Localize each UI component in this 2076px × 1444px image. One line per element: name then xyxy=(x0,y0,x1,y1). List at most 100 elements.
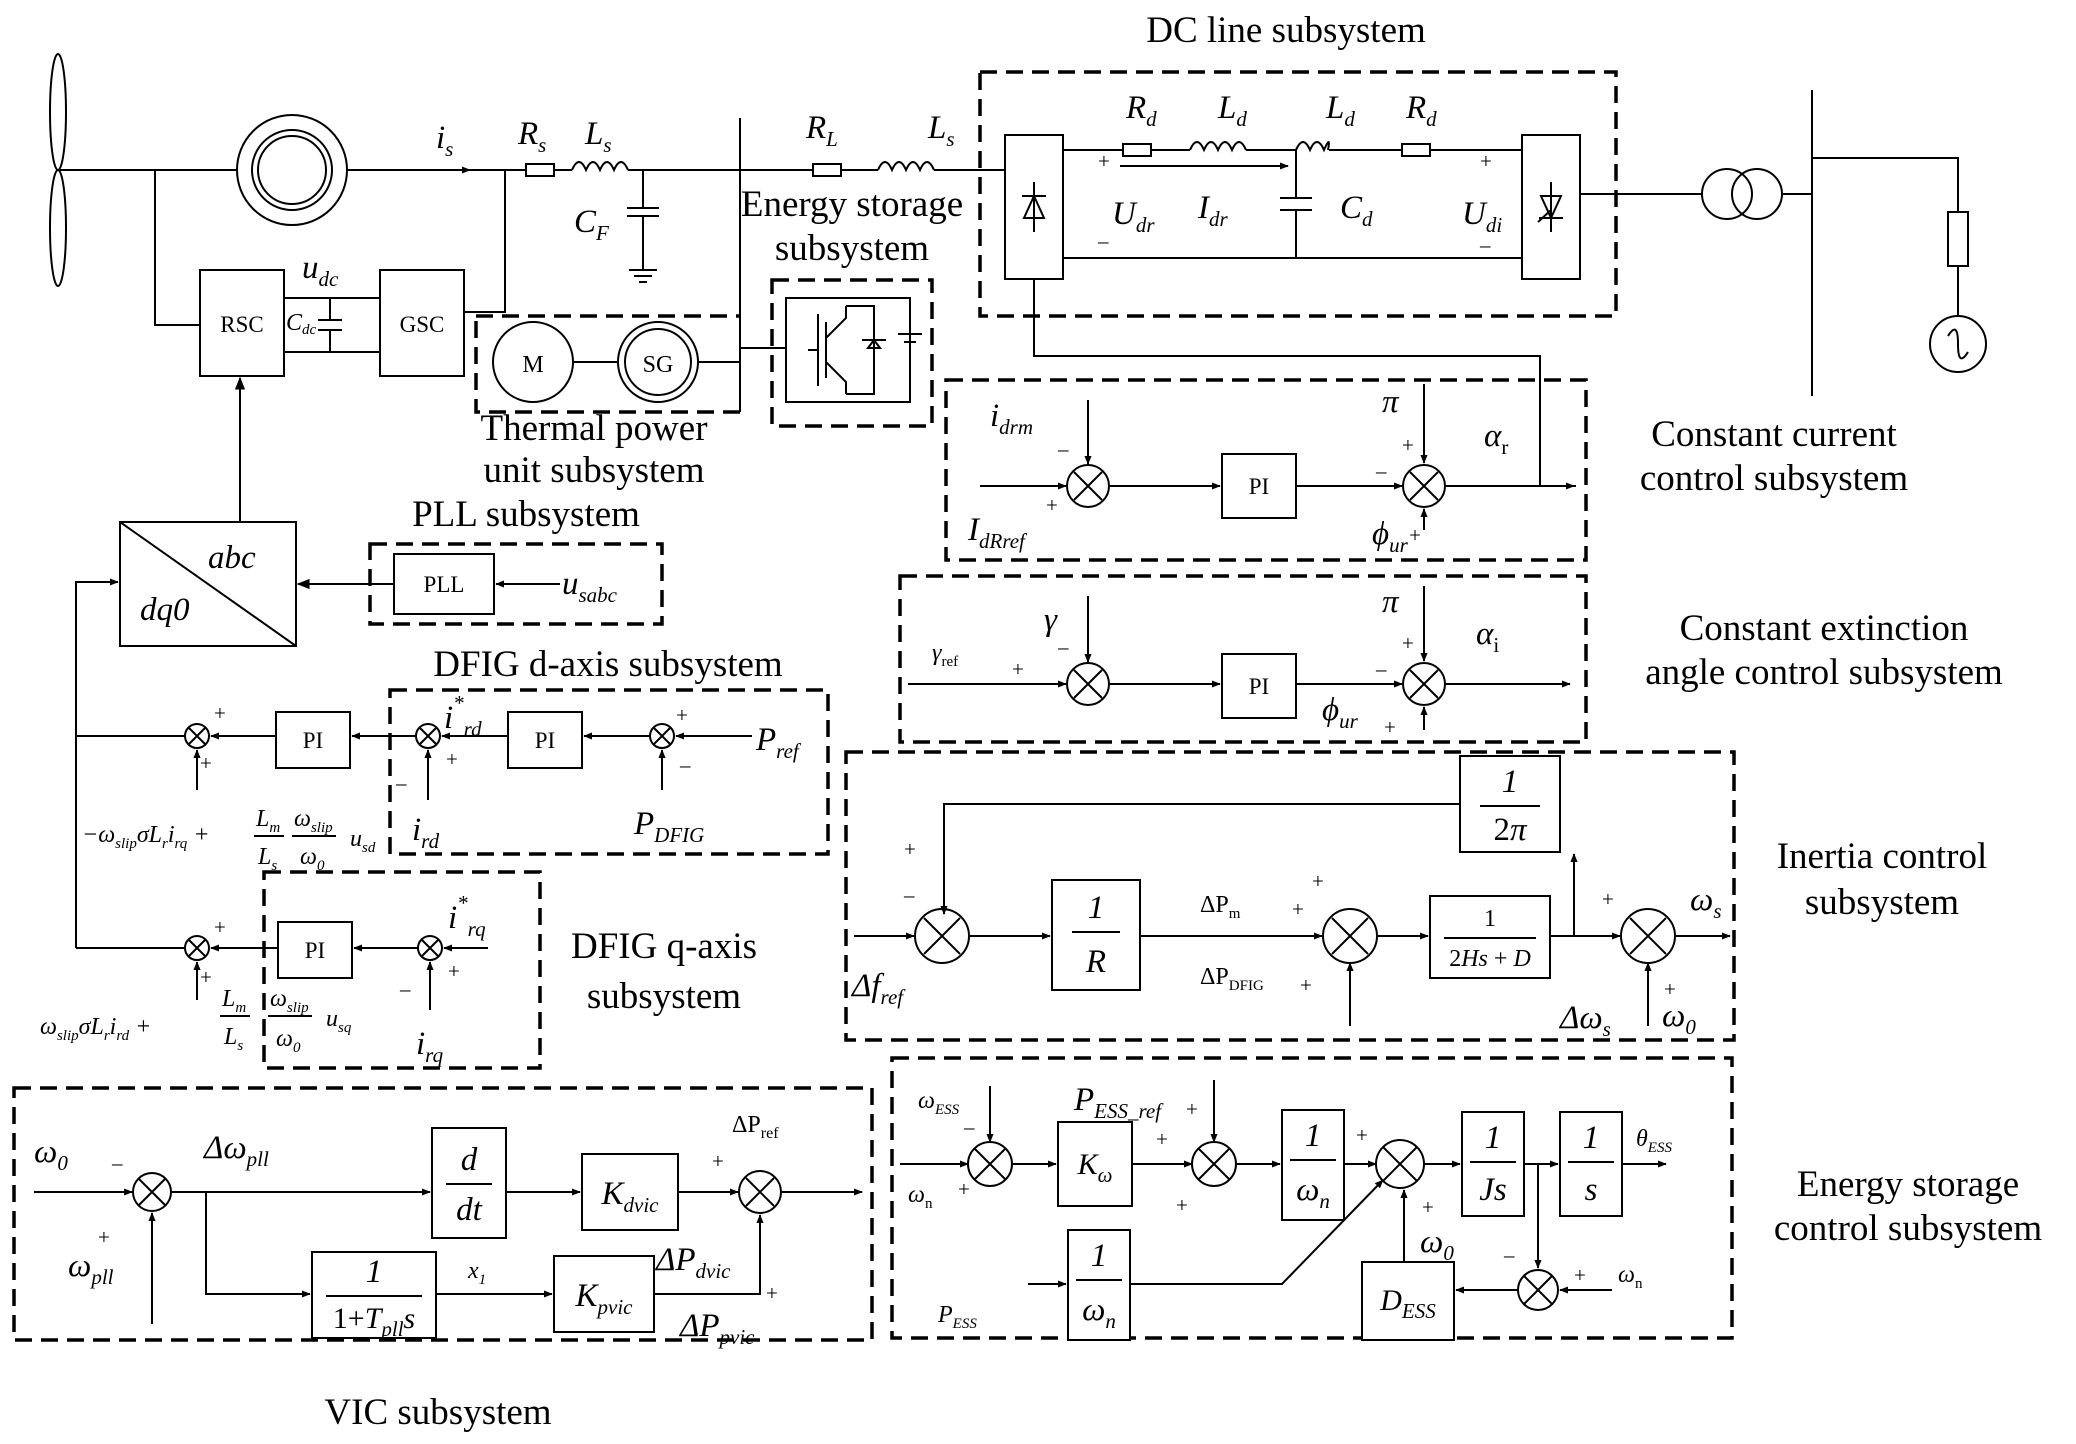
derivative-num: d xyxy=(461,1142,478,1178)
sign-d-current-minus: – xyxy=(395,771,407,795)
label-cf: CF xyxy=(574,204,609,245)
inductor-ld1 xyxy=(1189,141,1247,153)
title-dc-line: DC line subsystem xyxy=(1146,10,1426,51)
resistor-rs xyxy=(525,163,555,177)
frame-vic xyxy=(12,1086,874,1342)
integrator-num: 1 xyxy=(1583,1120,1600,1156)
label-cdc: Cdc xyxy=(286,310,317,338)
frame-dfig-d xyxy=(388,688,830,856)
title-dfig-d: DFIG d-axis subsystem xyxy=(433,644,783,685)
label-dppvic: ΔPpvic xyxy=(678,1308,755,1349)
sum-esc-damping xyxy=(1517,1269,1559,1311)
label-gamma: γ xyxy=(1044,602,1058,638)
label-ld1: Ld xyxy=(1217,90,1247,131)
title-energy-storage-1: Energy storage xyxy=(741,184,963,225)
sign-cea-minus: – xyxy=(1057,635,1069,659)
droop-block xyxy=(1051,879,1141,991)
title-cea-2: angle control subsystem xyxy=(1645,652,2003,693)
label-pi-cc: π xyxy=(1382,384,1400,420)
title-thermal-2: unit subsystem xyxy=(484,450,705,491)
sign-d-power-minus: – xyxy=(679,753,691,777)
capacitor-cf xyxy=(627,207,659,217)
gain-2pi-den: 2π xyxy=(1493,812,1528,848)
integrator-den: s xyxy=(1585,1172,1598,1208)
pi-cea-label: PI xyxy=(1249,674,1269,699)
sign-esc-wn2-plus: + xyxy=(1574,1263,1586,1287)
label-alpha-r: αr xyxy=(1484,418,1508,459)
motor-label: M xyxy=(522,352,543,378)
q-axis-ls: Ls xyxy=(223,1024,243,1054)
sign-inertia-ws-plus: + xyxy=(1602,887,1614,911)
frame-constant-current xyxy=(944,378,1588,562)
label-ws: ωs xyxy=(1690,882,1722,923)
gain-1-over-2pi xyxy=(1459,755,1561,853)
sign-esc-plus3: + xyxy=(1176,1193,1188,1217)
inductor-ls xyxy=(571,161,629,173)
title-thermal-1: Thermal power xyxy=(480,408,707,449)
frame-dfig-q xyxy=(262,870,542,1070)
d-axis-ls: Ls xyxy=(257,844,277,874)
kpvic-block xyxy=(553,1255,655,1333)
sign-plus-udr: + xyxy=(1098,149,1110,173)
sign-cea-pi-plus: + xyxy=(1402,631,1414,655)
gain-2pi-num: 1 xyxy=(1502,764,1519,800)
q-axis-usq: usq xyxy=(326,1006,352,1036)
dq0-label: dq0 xyxy=(140,592,190,628)
inv-wn-block-1 xyxy=(1281,1109,1345,1221)
title-cea-1: Constant extinction xyxy=(1680,608,1969,649)
sign-cc-angle-minus: – xyxy=(1375,459,1387,483)
label-phi-ur-cea: ϕur xyxy=(1322,692,1359,733)
label-rs: Rs xyxy=(517,116,546,157)
swing-den: 2Hs + D xyxy=(1449,946,1531,972)
sign-plus-udi: + xyxy=(1480,149,1492,173)
label-ird: ird xyxy=(412,812,440,853)
label-dwpll: Δωpll xyxy=(202,1130,269,1171)
sign-inertia-dfig-plus: + xyxy=(1300,973,1312,997)
sign-q-outer-plus1: + xyxy=(214,915,226,939)
sign-inertia-pm-plus: + xyxy=(1292,897,1304,921)
label-dws: Δωs xyxy=(1558,1000,1611,1041)
sign-q-outer-plus2: + xyxy=(200,965,212,989)
label-ird-ref: i*rd xyxy=(444,691,482,741)
sign-vic-output-plus2: + xyxy=(766,1281,778,1305)
pi-cc-label: PI xyxy=(1249,474,1269,499)
dfig-generator-icon xyxy=(236,114,348,226)
title-dfig-q-1: DFIG q-axis xyxy=(571,926,757,967)
label-rd1: Rd xyxy=(1125,90,1157,131)
label-pref: Pref xyxy=(755,722,802,763)
label-pess: PESS xyxy=(937,1302,977,1332)
sign-esc-dess-plus: + xyxy=(1422,1195,1434,1219)
label-udr: Udr xyxy=(1112,196,1155,237)
label-ld2: Ld xyxy=(1325,90,1355,131)
droop-den: R xyxy=(1085,944,1106,980)
label-phi-ur-cc: ϕur+ xyxy=(1372,516,1422,557)
sign-esc-kw-plus: + xyxy=(1156,1127,1168,1151)
constant-current-control: idrm – + IdRref PI – π + ϕur+ αr xyxy=(967,384,1575,557)
pi-d-outer xyxy=(275,711,351,769)
gsc-block xyxy=(379,269,465,377)
sign-d-power-plus: + xyxy=(676,703,688,727)
rsc-label: RSC xyxy=(220,312,263,337)
label-dpdfig: ΔPDFIG xyxy=(1200,964,1264,994)
sign-inertia-w0-plus: + xyxy=(1664,977,1676,1001)
d-axis-usd: usd xyxy=(350,826,376,856)
vic-control: ω0 – + ωpll Δωpll d dt Kdvic + + ΔPref 1… xyxy=(34,1112,863,1349)
label-dpdvic: ΔPdvic xyxy=(654,1242,731,1283)
kdvic-block xyxy=(581,1153,679,1231)
title-inertia-2: subsystem xyxy=(1805,882,1959,923)
label-udi: Udi xyxy=(1462,196,1502,237)
ground-icon xyxy=(629,216,657,283)
frame-thermal xyxy=(474,314,740,414)
sign-inertia-plus: + xyxy=(904,837,916,861)
js-num: 1 xyxy=(1485,1120,1502,1156)
resistor-rl xyxy=(812,163,842,177)
sign-vic-output-plus1: + xyxy=(712,1149,724,1173)
sum-d-outer xyxy=(184,723,210,749)
rectifier-icon xyxy=(1022,182,1046,232)
title-inertia-1: Inertia control xyxy=(1777,836,1988,877)
gsc-label: GSC xyxy=(400,312,445,337)
frame-dc-line xyxy=(978,70,1618,318)
label-is: is xyxy=(436,120,453,161)
storage-converter-block xyxy=(785,297,911,403)
d-axis-lm: Lm xyxy=(255,806,280,836)
